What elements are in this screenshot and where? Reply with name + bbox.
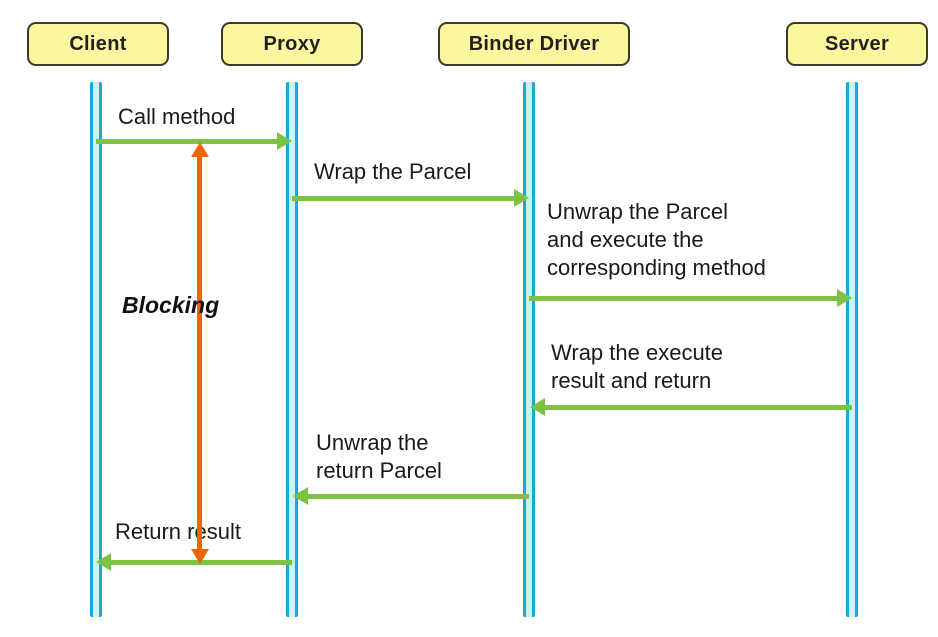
message-arrowhead-call-method <box>277 132 292 150</box>
participant-label-binder-driver: Binder Driver <box>468 32 600 55</box>
blocking-arrowhead-top <box>191 142 209 157</box>
message-line-wrap-execute-result <box>545 405 852 410</box>
message-line-unwrap-return-parcel <box>308 494 529 499</box>
message-label-unwrap-return-parcel: Unwrap the return Parcel <box>316 430 442 484</box>
message-label-call-method: Call method <box>118 104 236 129</box>
lifeline-server <box>846 82 858 617</box>
message-line-unwrap-and-execute <box>529 296 839 301</box>
lifeline-proxy <box>286 82 298 617</box>
participant-box-proxy: Proxy <box>221 22 363 66</box>
message-line-call-method <box>96 139 280 144</box>
message-line-wrap-the-parcel <box>292 196 516 201</box>
blocking-label: Blocking <box>122 292 220 318</box>
message-arrowhead-return-result <box>96 553 111 571</box>
message-arrowhead-wrap-the-parcel <box>514 189 529 207</box>
message-label-wrap-the-parcel: Wrap the Parcel <box>314 159 472 184</box>
participant-label-server: Server <box>824 32 890 55</box>
participant-label-client: Client <box>69 32 127 55</box>
participant-box-binder-driver: Binder Driver <box>438 22 630 66</box>
message-label-unwrap-and-execute: Unwrap the Parcel and execute the corres… <box>547 199 766 281</box>
lifeline-binder-driver <box>523 82 535 617</box>
message-arrowhead-unwrap-return-parcel <box>293 487 308 505</box>
blocking-arrow-shaft <box>197 155 202 550</box>
message-arrowhead-wrap-execute-result <box>530 398 545 416</box>
participant-box-client: Client <box>27 22 169 66</box>
blocking-arrowhead-bottom <box>191 549 209 564</box>
message-label-wrap-execute-result: Wrap the execute result and return <box>551 340 724 394</box>
participant-box-server: Server <box>786 22 928 66</box>
message-label-return-result: Return result <box>115 519 241 544</box>
lifeline-client <box>90 82 102 617</box>
message-arrowhead-unwrap-and-execute <box>837 289 852 307</box>
participant-label-proxy: Proxy <box>263 32 321 55</box>
